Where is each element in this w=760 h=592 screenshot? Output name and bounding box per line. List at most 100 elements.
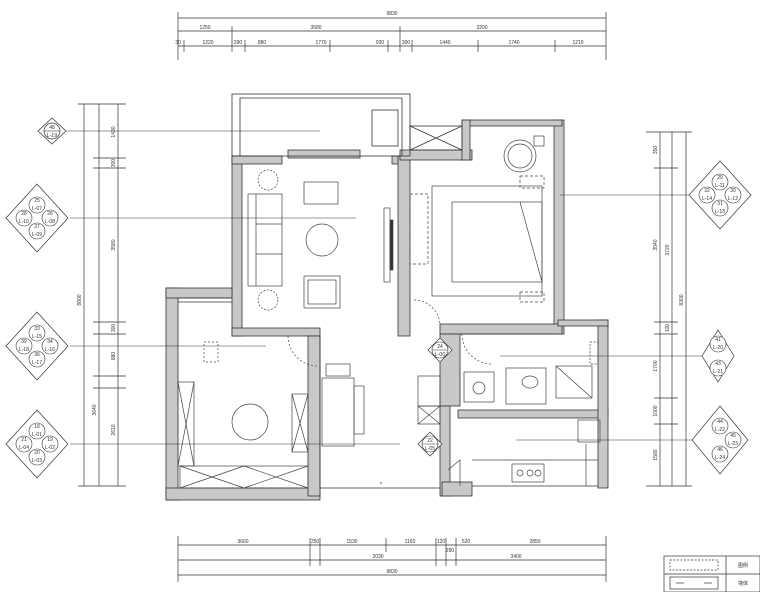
svg-text:L-13: L-13 <box>715 209 725 215</box>
dim-left-4: 880 <box>111 352 117 361</box>
study-furniture <box>177 341 309 489</box>
walls <box>165 119 609 501</box>
elevation-marker-group-44: 44 L-22 45 L-23 46 L-24 <box>691 405 749 475</box>
svg-text:L-04: L-04 <box>19 445 29 451</box>
dim-top-r2-6: 300 <box>402 40 411 46</box>
dim-right-1: 3540 <box>653 239 659 250</box>
side-table-bottom <box>257 289 279 311</box>
wall-study-bottom <box>165 487 321 501</box>
dining-furniture <box>287 299 493 447</box>
svg-text:L-02: L-02 <box>45 445 55 451</box>
bed-mattress <box>451 201 543 283</box>
bottom-dimension-text: 3660 250 1530 1160 120 520 2850 290 2030… <box>237 539 540 575</box>
bay-window <box>409 125 463 151</box>
dim-top-r2-9: 1210 <box>572 40 583 46</box>
svg-text:25: 25 <box>34 198 40 204</box>
dining-table <box>321 377 355 447</box>
dim-left-overall: 8800 <box>77 294 83 305</box>
dining-chair-top <box>325 363 351 377</box>
svg-text:44: 44 <box>717 419 723 425</box>
svg-text:31: 31 <box>717 201 723 207</box>
dim-right-4: 1700 <box>653 360 659 371</box>
svg-text:48: 48 <box>49 125 55 131</box>
armchair <box>303 275 341 309</box>
dim-bottom-r2-1: 2030 <box>372 554 383 560</box>
legend-row2-label: 墙体 <box>738 580 748 587</box>
dim-top-r2-3: 880 <box>258 40 267 46</box>
elevation-marker-group-18: 18 L-01 21 L-04 19 L-02 20 L-03 <box>5 409 69 479</box>
living-room-furniture <box>247 169 394 311</box>
dim-left-0: 1430 <box>111 126 117 137</box>
wall-study-top <box>165 287 233 299</box>
dim-right-3: 100 <box>665 324 671 333</box>
top-dimension-text: 9830 1250 3580 3200 30 1220 290 880 1770… <box>175 11 584 46</box>
svg-text:24: 24 <box>437 344 443 350</box>
svg-text:39: 39 <box>21 339 27 345</box>
cabinet-x <box>417 405 441 425</box>
wall-bedroom-top-right <box>461 119 563 127</box>
svg-text:43: 43 <box>715 361 721 367</box>
wall-bedroom-niche <box>461 119 471 161</box>
dim-bottom-3: 1160 <box>405 539 416 545</box>
legend-swatch-dashed <box>669 559 719 571</box>
elevation-marker-48: 48 L-19 <box>37 117 67 145</box>
right-dimension-lines <box>646 131 692 487</box>
svg-text:L-03: L-03 <box>32 458 42 464</box>
svg-text:L-12: L-12 <box>728 196 738 202</box>
bed <box>431 185 543 297</box>
svg-text:L-24: L-24 <box>715 455 725 461</box>
basin <box>472 381 486 395</box>
leader-lines <box>64 130 704 485</box>
svg-text:21: 21 <box>21 437 27 443</box>
dim-top-r2-4: 1770 <box>315 40 326 46</box>
dim-left-1: 300 <box>111 159 117 168</box>
svg-text:L-08: L-08 <box>45 219 55 225</box>
interior-marker-22: 22 L-05 <box>417 431 443 457</box>
dim-top-r2-5: 930 <box>376 40 385 46</box>
wall-study-right <box>307 335 321 497</box>
dim-bottom-1: 250 <box>311 539 320 545</box>
bedroom-furniture <box>409 135 545 303</box>
svg-text:L-16: L-16 <box>45 347 55 353</box>
side-table-top <box>257 169 279 191</box>
dim-bottom-overall: 9830 <box>386 569 397 575</box>
wall-bedroom-bottom <box>439 323 563 335</box>
svg-text:L-22: L-22 <box>715 427 725 433</box>
legend-text: 图例 墙体 <box>738 562 748 587</box>
dim-left-3: 300 <box>111 324 117 333</box>
svg-text:18: 18 <box>34 424 40 430</box>
wardrobe <box>409 193 429 265</box>
study-wardrobe <box>179 465 309 489</box>
dim-bottom-5: 520 <box>462 539 471 545</box>
svg-text:20: 20 <box>34 450 40 456</box>
vanity <box>463 371 495 403</box>
dim-top-overall: 9830 <box>386 11 397 17</box>
svg-text:L-06: L-06 <box>435 352 445 358</box>
toilet <box>521 375 539 389</box>
svg-text:L-21: L-21 <box>713 369 723 375</box>
outlines <box>178 93 598 489</box>
kitchen-sink <box>577 419 601 443</box>
elevation-marker-group-29: 29 L-11 32 L-14 30 L-12 31 L-13 <box>688 160 752 230</box>
wall-right-top <box>557 319 609 327</box>
toilet-area <box>505 367 547 405</box>
svg-text:L-07: L-07 <box>32 206 42 212</box>
svg-text:29: 29 <box>717 175 723 181</box>
wall-living-bottom <box>231 327 321 337</box>
wall-living-top-b <box>287 149 361 159</box>
dim-top-r2-0: 30 <box>175 40 181 46</box>
balcony-cabinet <box>371 109 399 147</box>
legend-row1-label: 图例 <box>738 562 748 569</box>
wall-living-top-a <box>231 155 283 165</box>
dim-bottom-r2-0: 290 <box>446 548 455 554</box>
bedroom-fixture <box>533 135 545 147</box>
dim-top-2: 3580 <box>310 25 321 31</box>
dim-left-5: 3640 <box>92 404 98 415</box>
fridge <box>417 375 441 407</box>
dim-bottom-6: 2850 <box>529 539 540 545</box>
dim-top-3: 3200 <box>476 25 487 31</box>
svg-text:L-18: L-18 <box>19 347 29 353</box>
coffee-table <box>305 223 339 257</box>
svg-text:22: 22 <box>427 438 433 444</box>
